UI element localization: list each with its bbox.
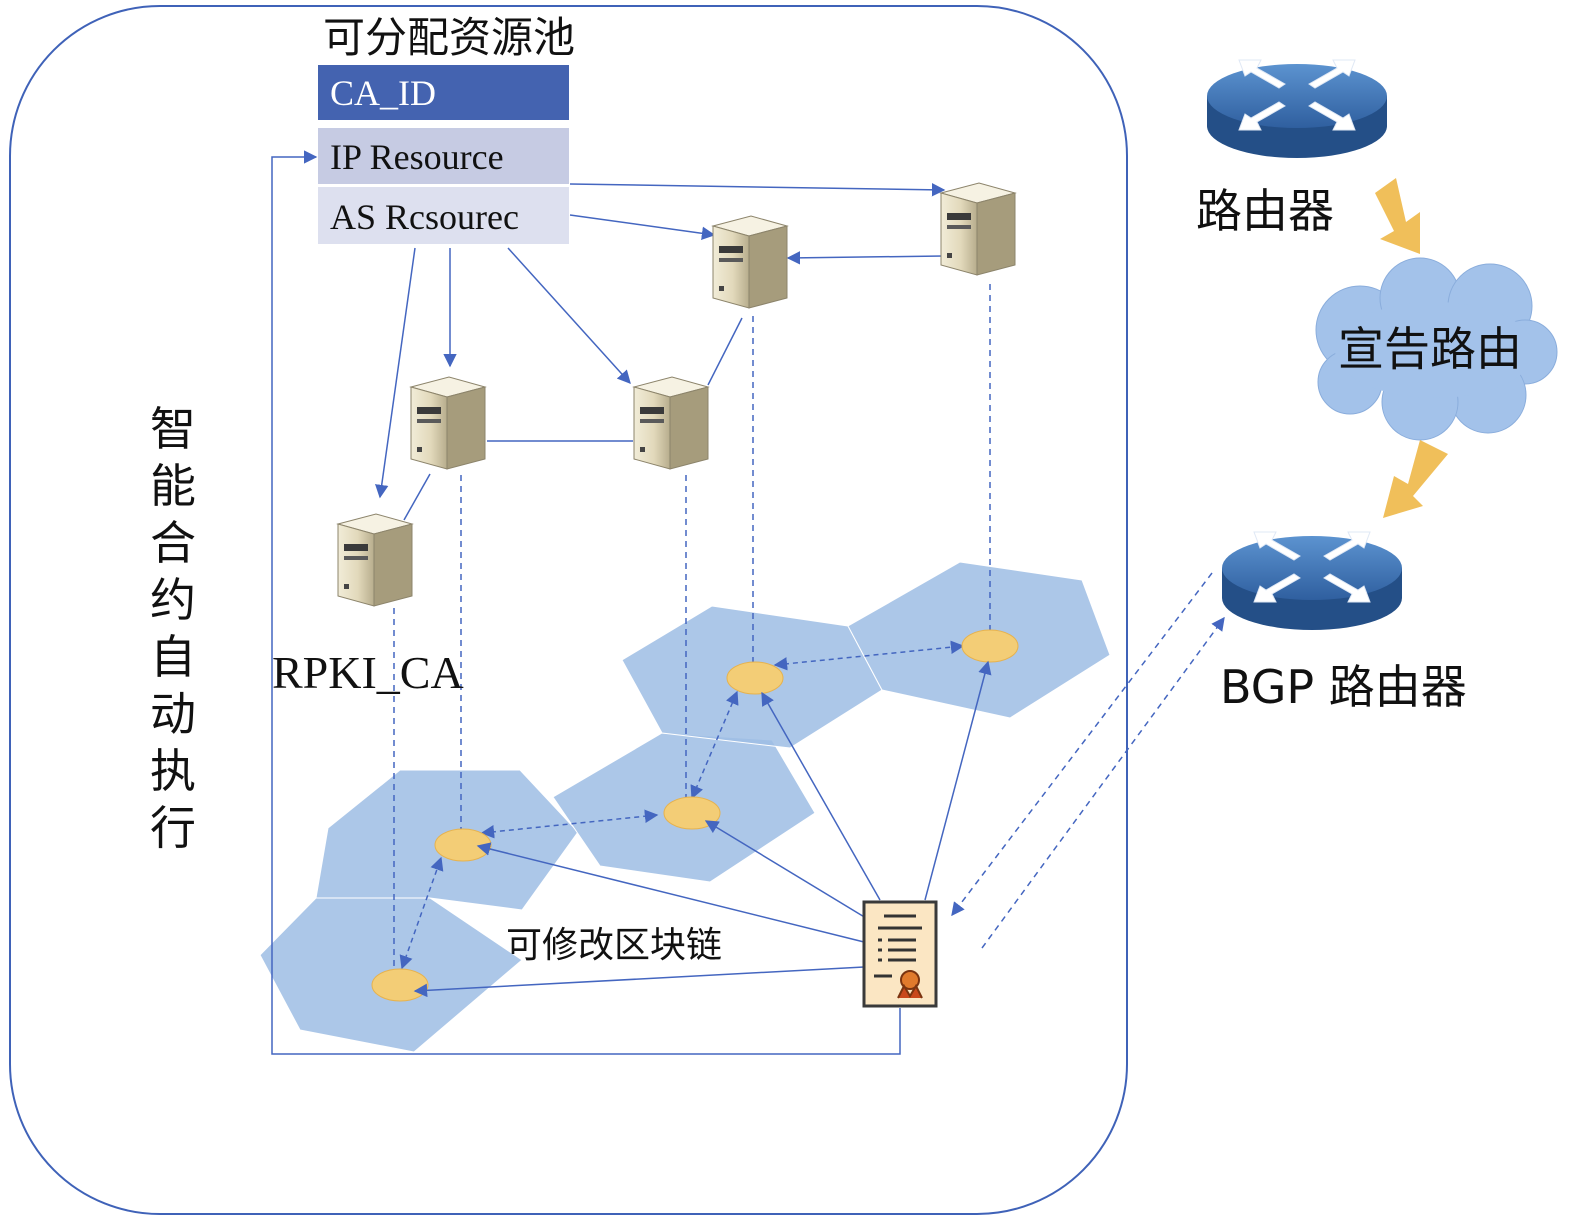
blockchain-node (726, 661, 784, 695)
smart-contract-label: 智 能 合 约 自 动 执 行 (150, 402, 196, 855)
server-icon (940, 182, 1016, 276)
svg-text:动: 动 (150, 687, 196, 741)
server-icon (337, 513, 413, 607)
server-node-dashed-links (387, 284, 991, 987)
ip-resource-label: IP Resource (330, 137, 504, 177)
ca-id-row (318, 65, 569, 120)
contract-arrows (413, 660, 992, 998)
server-icon (712, 215, 788, 309)
router-icon (1206, 59, 1388, 159)
server-icon (633, 376, 709, 470)
smart-contract-frame (9, 5, 1128, 1215)
svg-text:执: 执 (150, 744, 196, 798)
blockchain-label: 可修改区块链 (506, 925, 722, 966)
ca-id-label: CA_ID (330, 73, 436, 113)
router-label: 路由器 (1196, 184, 1334, 238)
rpki-ca-label: RPKI_CA (272, 647, 464, 698)
svg-text:约: 约 (150, 573, 196, 627)
pool-title: 可分配资源池 (323, 13, 575, 62)
ip-resource-row (318, 128, 569, 184)
cloud-icon (1315, 257, 1558, 441)
resource-pool: 可分配资源池 CA_ID IP Resource AS Rcsourec (318, 13, 575, 244)
svg-text:合: 合 (150, 516, 196, 570)
svg-text:行: 行 (150, 801, 196, 855)
router-icon (1221, 531, 1403, 631)
bgp-router-label: BGP 路由器 (1220, 660, 1467, 714)
as-resource-row (318, 187, 569, 244)
pool-arrows (375, 183, 946, 499)
certificate-icon (862, 900, 938, 1008)
as-resource-label: AS Rcsourec (330, 197, 519, 237)
bgp-dashed-arrows (951, 572, 1225, 949)
server-links (403, 317, 743, 521)
orange-arrow-down (1383, 440, 1448, 518)
blockchain-node (961, 629, 1019, 663)
blockchain-node (371, 968, 429, 1002)
announce-route-label: 宣告路由 (1338, 322, 1522, 376)
server-icon (410, 376, 486, 470)
orange-arrow-down (1375, 178, 1420, 254)
svg-text:智: 智 (150, 402, 196, 456)
blockchain-node (434, 828, 492, 862)
feedback-loop-line (271, 150, 901, 1055)
node-dashed-links (399, 640, 965, 970)
svg-text:能: 能 (150, 459, 196, 513)
svg-text:自: 自 (150, 630, 196, 684)
